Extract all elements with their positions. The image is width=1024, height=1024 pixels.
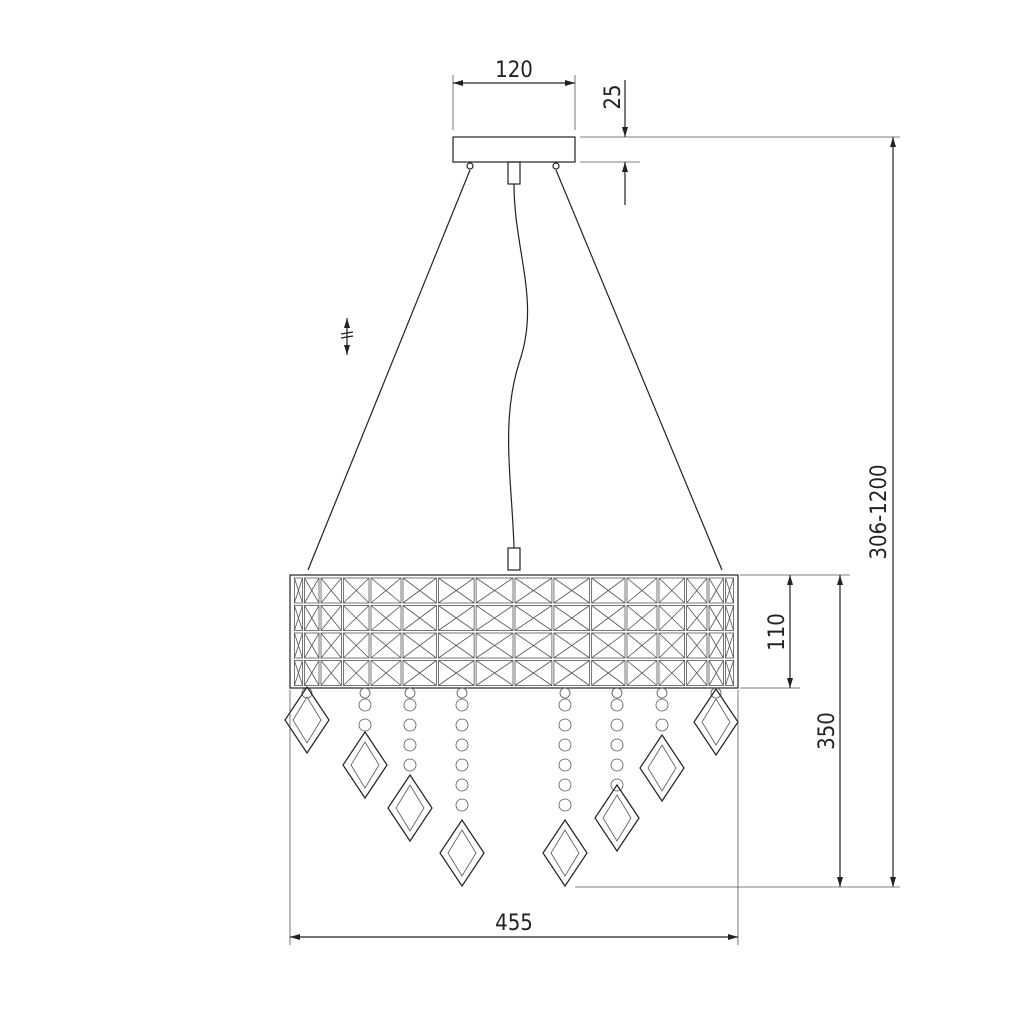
- crystal-cell: [294, 660, 303, 686]
- pendant-drop: [693, 687, 739, 757]
- dim-total-height: 306-1200: [867, 464, 892, 559]
- crystal-cell: [320, 605, 342, 631]
- crystal-cell: [402, 577, 437, 604]
- crystal-cell: [514, 632, 553, 659]
- dim-canopy-height: 25: [601, 84, 626, 109]
- crystal-cell: [514, 660, 553, 686]
- pendant-drop: [284, 685, 330, 755]
- crystal-cell: [437, 660, 475, 686]
- crystal-cell: [402, 605, 437, 631]
- crystal-cell: [725, 577, 734, 604]
- crystal-cell: [725, 660, 734, 686]
- crystal-cell: [686, 605, 708, 631]
- crystal-pendants: [284, 685, 739, 888]
- crystal-cell: [304, 605, 320, 631]
- crystal-cell: [626, 632, 658, 659]
- crystal-cell: [437, 577, 475, 604]
- crystal-cell: [370, 660, 402, 686]
- crystal-cell: [553, 605, 591, 631]
- crystal-cell: [658, 632, 685, 659]
- crystal-cell: [708, 605, 724, 631]
- crystal-cell: [475, 605, 514, 631]
- crystal-cell: [402, 660, 437, 686]
- crystal-cell: [370, 632, 402, 659]
- crystal-cell: [626, 660, 658, 686]
- crystal-cell: [686, 632, 708, 659]
- crystal-cell: [402, 632, 437, 659]
- crystal-cell: [294, 577, 303, 604]
- dimension-lines: 120 25 306-1200 110 350 455: [289, 58, 900, 945]
- dim-canopy-width: 120: [495, 58, 533, 83]
- crystal-cell: [626, 605, 658, 631]
- crystal-cell: [320, 577, 342, 604]
- crystal-cell: [553, 632, 591, 659]
- crystal-cell: [626, 577, 658, 604]
- crystal-cell: [708, 660, 724, 686]
- crystal-cell: [343, 632, 370, 659]
- crystal-cell: [304, 577, 320, 604]
- crystal-cell: [514, 605, 553, 631]
- crystal-cell: [708, 577, 724, 604]
- dim-body-height: 350: [815, 712, 840, 750]
- crystal-cell: [343, 577, 370, 604]
- crystal-cell: [553, 577, 591, 604]
- pendant-drop: [439, 687, 485, 888]
- crystal-cell: [591, 632, 626, 659]
- crystal-cell: [686, 660, 708, 686]
- crystal-cell: [304, 660, 320, 686]
- crystal-cell: [591, 660, 626, 686]
- crystal-cell: [320, 632, 342, 659]
- dim-diameter: 455: [495, 911, 533, 936]
- pendant-drop: [594, 687, 640, 853]
- crystal-cell: [686, 577, 708, 604]
- crystal-cell: [553, 660, 591, 686]
- crystal-cell: [320, 660, 342, 686]
- crystal-band: [289, 574, 739, 689]
- crystal-cell: [658, 577, 685, 604]
- pendant-drop: [342, 687, 388, 800]
- pendant-drop: [542, 687, 588, 888]
- crystal-cell: [658, 660, 685, 686]
- crystal-cell: [725, 605, 734, 631]
- crystal-cell: [343, 660, 370, 686]
- crystal-cell: [725, 632, 734, 659]
- ceiling-canopy: [452, 136, 576, 185]
- crystal-cell: [708, 632, 724, 659]
- crystal-cell: [304, 632, 320, 659]
- crystal-cell: [591, 577, 626, 604]
- crystal-cell: [591, 605, 626, 631]
- crystal-cell: [658, 605, 685, 631]
- crystal-cell: [437, 632, 475, 659]
- pendant-drop: [387, 687, 433, 843]
- crystal-cell: [475, 632, 514, 659]
- crystal-cell: [437, 605, 475, 631]
- crystal-cell: [343, 605, 370, 631]
- crystal-cell: [294, 605, 303, 631]
- crystal-cell: [514, 577, 553, 604]
- pendant-drop: [639, 687, 685, 803]
- crystal-cell: [475, 660, 514, 686]
- adjustable-length-icon: [340, 318, 354, 355]
- crystal-cell: [294, 632, 303, 659]
- crystal-cell: [475, 577, 514, 604]
- crystal-cell: [370, 577, 402, 604]
- crystal-cell: [370, 605, 402, 631]
- suspension-cables: [307, 169, 723, 571]
- dim-band-height: 110: [765, 613, 790, 651]
